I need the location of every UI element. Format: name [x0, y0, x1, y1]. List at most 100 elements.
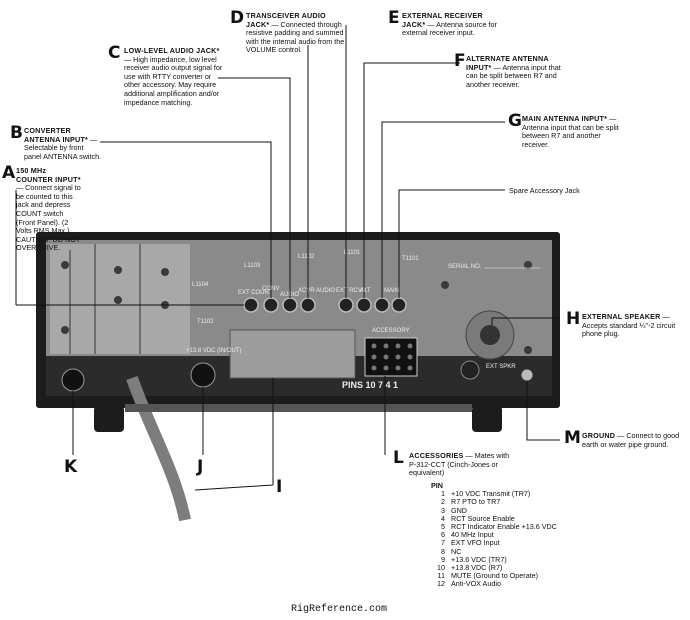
pin-number: 5 — [441, 522, 445, 532]
pin-row: 9+13.6 VDC (TR7) — [425, 554, 561, 564]
footer-credit: RigReference.com — [291, 604, 388, 615]
accessories-title: ACCESSORIES — [409, 451, 464, 460]
main-antenna-desc: — Antenna input that can be split betwee… — [522, 114, 619, 149]
vdc-label: +13.8 VDC (IN/OUT) — [186, 348, 242, 354]
pin-row: 3 GND — [425, 505, 561, 515]
serial-label: SERIAL NO. — [448, 264, 482, 270]
pin-number: 8 — [441, 546, 445, 556]
pin-description: EXT VFO Input — [451, 538, 500, 548]
callout-m: M GROUND — Connect to good earth or wate… — [564, 428, 686, 449]
counter-input-title: 150 MHz COUNTER INPUT* — [16, 166, 81, 184]
fuse-holder — [61, 368, 85, 392]
letter-j: J — [197, 457, 204, 477]
pin-description: R7 PTO to TR7 — [451, 497, 501, 507]
letter-g: G — [508, 111, 522, 131]
ground-desc: — Connect to good earth or water pipe gr… — [582, 431, 680, 449]
low-level-audio-title: LOW-LEVEL AUDIO JACK* — [124, 46, 220, 55]
letter-b: B — [10, 123, 23, 143]
callout-l: L ACCESSORIES — Mates with P-312-CCT (Ci… — [393, 448, 513, 478]
main-label: MAIN — [384, 288, 399, 294]
t1101-label: T1101 — [402, 256, 419, 262]
external-speaker-title: EXTERNAL SPEAKER — [582, 312, 661, 321]
callout-e: E EXTERNAL RECEIVER JACK* — Antenna sour… — [388, 8, 500, 38]
letter-d: D — [230, 8, 245, 28]
callout-b: B CONVERTER ANTENNA INPUT* — Selectable … — [10, 123, 102, 161]
letter-m: M — [564, 428, 581, 448]
power-jack — [190, 362, 216, 388]
pin-number: 7 — [441, 538, 445, 548]
pin-description: NC — [451, 546, 462, 556]
l1101-label: L1101 — [344, 250, 361, 256]
callout-d: D TRANSCEIVER AUDIO JACK* — Connected th… — [230, 8, 346, 55]
right-foot — [472, 406, 502, 432]
l1104-label: L1104 — [192, 282, 209, 288]
ext-spkr-label: EXT SPKR — [486, 364, 516, 370]
xcvr-audio-label: XCVR AUDIO — [298, 288, 335, 294]
pin-row: 5 RCT Indicator Enable +13.6 VDC — [425, 522, 561, 532]
letter-f: F — [454, 51, 466, 71]
pin-number: 3 — [441, 505, 445, 515]
main-antenna-title: MAIN ANTENNA INPUT* — [522, 114, 608, 123]
external-receiver-title: EXTERNAL RECEIVER JACK* — [402, 11, 483, 29]
counter-input-desc: — Connect signal to be counted to this j… — [16, 183, 81, 253]
pin-row: 7 EXT VFO Input — [425, 539, 561, 547]
accessories-desc: — Mates with P-312-CCT (Cinch-Jones or e… — [409, 451, 510, 478]
spare-accessory-jack-label: Spare Accessory Jack — [509, 186, 580, 195]
pin-number: 6 — [441, 530, 445, 540]
letter-e: E — [388, 8, 400, 28]
bottom-rail — [125, 404, 472, 412]
pin-description: Anti-VOX Audio — [451, 579, 501, 589]
letter-c: C — [108, 43, 121, 63]
t1102-label: T1102 — [197, 319, 214, 325]
alt-label: ALT — [360, 288, 371, 294]
callout-f: F ALTERNATE ANTENNA INPUT* — Antenna inp… — [454, 51, 574, 89]
pin-row: 1 +10 VDC Transmit (TR7) — [425, 489, 561, 499]
small-board — [229, 329, 356, 379]
power-cable — [126, 376, 191, 522]
pin-description: 40 MHz Input — [451, 530, 494, 540]
low-level-audio-desc: — High impedance, low level receiver aud… — [124, 54, 223, 107]
pin-number: 11 — [437, 571, 445, 581]
ext-count-label: EXT COUNT — [238, 290, 273, 296]
letter-l: L — [393, 448, 404, 468]
speaker-socket — [480, 325, 500, 345]
ground-title: GROUND — [582, 431, 616, 440]
external-receiver-desc: — Antenna source for external receiver i… — [402, 19, 497, 38]
left-foot — [94, 406, 124, 432]
external-speaker-desc: — Accepts standard ¼"-2 circuit phone pl… — [582, 312, 676, 339]
letter-h: H — [566, 309, 581, 329]
letter-k: K — [64, 457, 78, 477]
leader-lines — [15, 25, 560, 491]
ext-rcvr-label: EXT RCVR — [336, 288, 367, 294]
letter-i: I — [276, 477, 283, 497]
pin-description: RCT Source Enable — [451, 513, 515, 523]
pin-row: 6 40 MHz Input — [425, 531, 561, 539]
pin-number: 4 — [441, 513, 445, 523]
pin-number: 1 — [441, 489, 445, 499]
alternate-antenna-title: ALTERNATE ANTENNA INPUT* — [466, 54, 549, 72]
pin-description: RCT Indicator Enable +13.6 VDC — [451, 522, 557, 532]
heat-sink-fins — [69, 244, 141, 354]
callout-c: C LOW-LEVEL AUDIO JACK* — High impedance… — [108, 43, 226, 107]
pin-description: GND — [451, 505, 467, 515]
pin-number: 10 — [437, 563, 445, 573]
l1103-label: L1103 — [244, 263, 261, 269]
converter-antenna-title: CONVERTER ANTENNA INPUT* — [24, 126, 89, 144]
pin-row: 11 MUTE (Ground to Operate) — [425, 572, 561, 580]
pin-row: 10 +13.8 VDC (R7) — [425, 563, 561, 573]
ext-spkr-jack — [460, 360, 480, 380]
transceiver-audio-desc: — Connected through resistive padding an… — [246, 19, 345, 55]
callout-spare: Spare Accessory Jack — [509, 186, 629, 196]
pin-description: +13.8 VDC (R7) — [451, 563, 503, 573]
pin-description: +13.6 VDC (TR7) — [451, 554, 507, 564]
pin-description: +10 VDC Transmit (TR7) — [451, 489, 531, 499]
converter-antenna-desc: — Selectable by front panel ANTENNA swit… — [24, 134, 102, 161]
pin-number: 12 — [437, 579, 445, 589]
pin-description: MUTE (Ground to Operate) — [451, 571, 539, 581]
callout-a: A 150 MHz COUNTER INPUT* — Connect signa… — [2, 165, 84, 253]
alternate-antenna-desc: — Antenna input that can be split betwee… — [466, 62, 561, 89]
callout-h: H EXTERNAL SPEAKER — Accepts standard ¼"… — [566, 309, 686, 339]
